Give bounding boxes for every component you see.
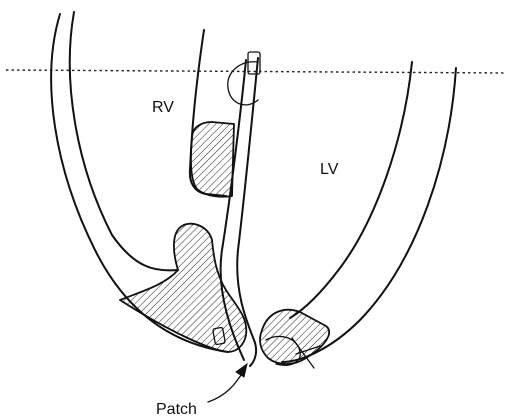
lv-apex-hatched-tissue	[260, 310, 329, 364]
rv-upper-hatched-tissue	[191, 122, 234, 197]
lv-label: LV	[320, 161, 339, 178]
patch-pointer-line	[208, 370, 244, 402]
lv-inner-wall	[290, 62, 412, 318]
patch-label: Patch	[156, 401, 197, 418]
rv-lower-hatched-tissue	[120, 224, 246, 352]
patch-pointer-arrowhead	[236, 364, 247, 377]
rv-label: RV	[152, 99, 174, 116]
